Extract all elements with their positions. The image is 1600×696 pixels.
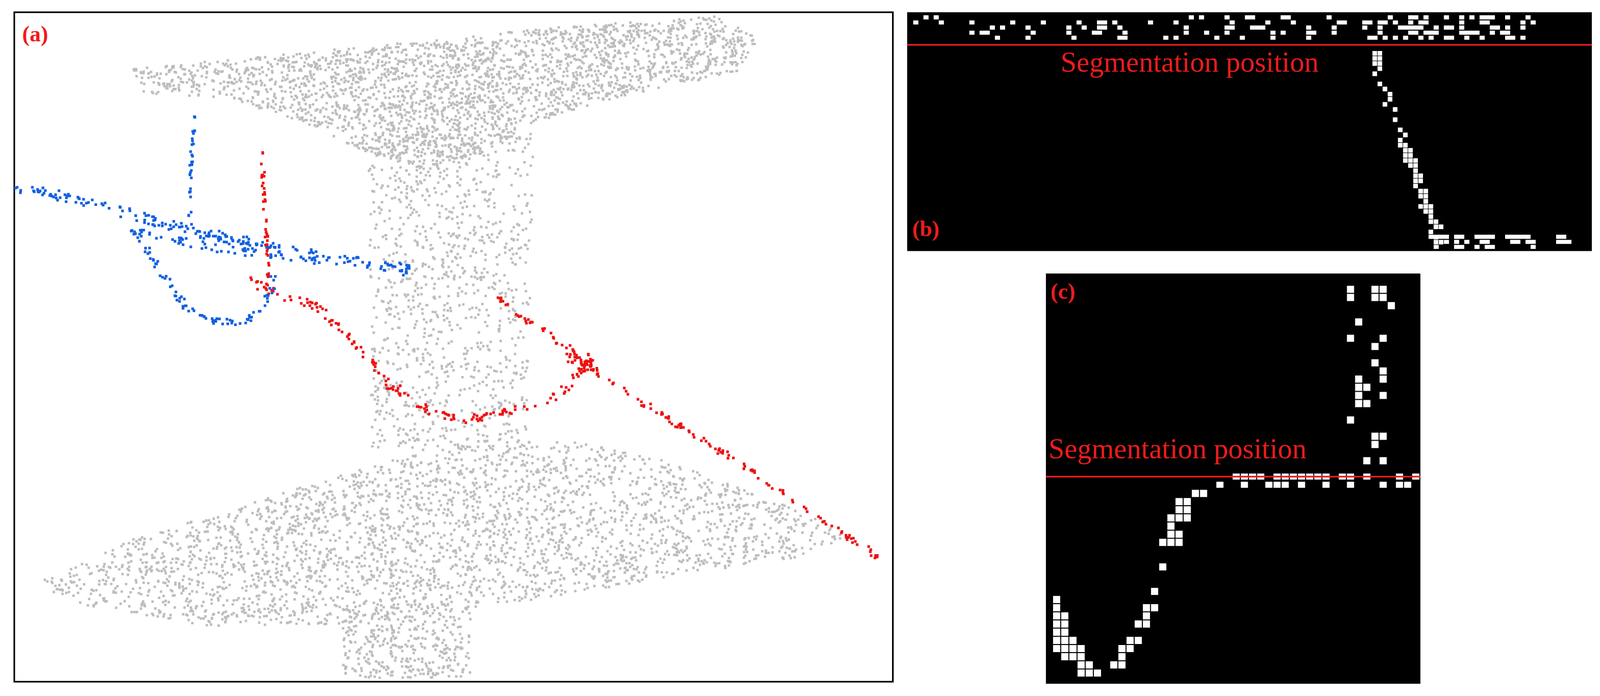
binary-pixels [913, 15, 1572, 249]
segmented-points [14, 115, 411, 326]
binary-pixels [1053, 285, 1420, 677]
segmentation-label: Segmentation position [1048, 433, 1307, 463]
panel-label: (a) [22, 23, 48, 46]
segmentation-line [1045, 475, 1421, 478]
segmented-points [249, 150, 879, 560]
panel-frame [14, 12, 893, 682]
binary-image [907, 12, 1592, 251]
binary-image [1045, 273, 1421, 684]
segmentation-label: Segmentation position [1060, 47, 1319, 77]
point-cloud [43, 15, 842, 679]
panel-label: (c) [1050, 280, 1076, 303]
segmentation-line [907, 43, 1592, 46]
panel-label: (b) [912, 217, 940, 241]
